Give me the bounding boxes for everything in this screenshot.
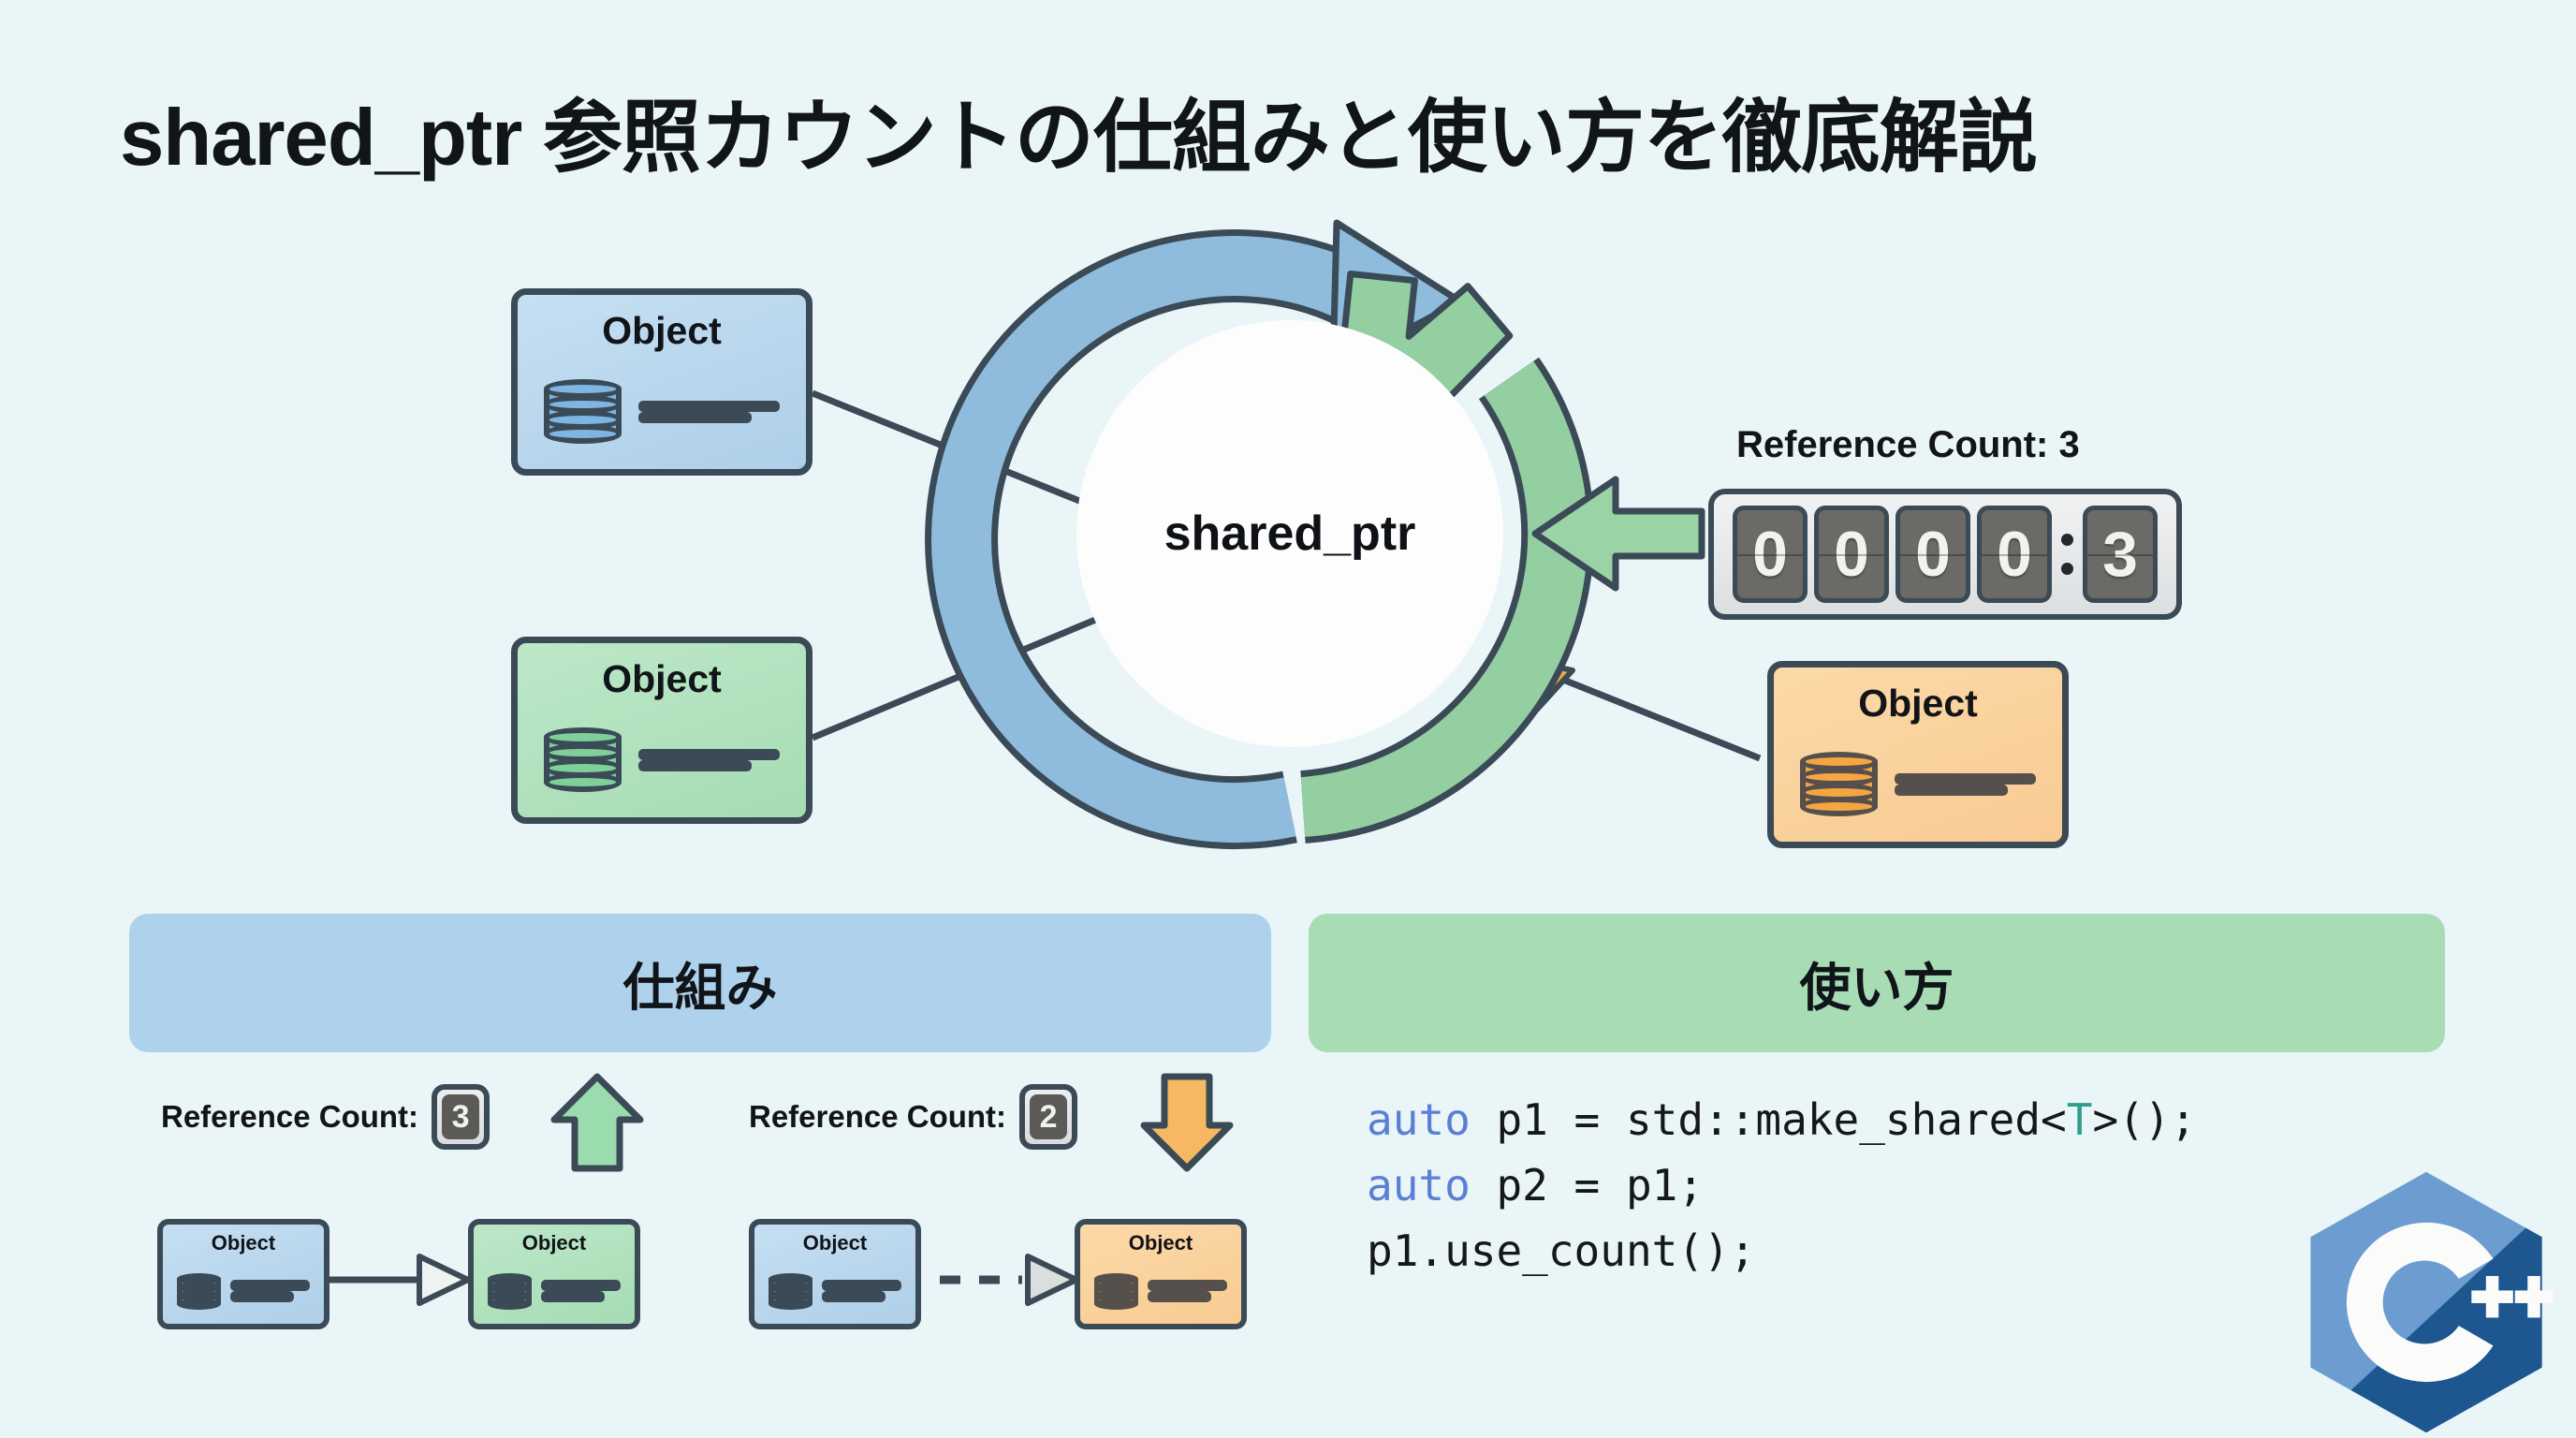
database-icon xyxy=(543,379,622,444)
section-header-mechanism: 仕組み xyxy=(129,914,1271,1052)
object-card-title: Object xyxy=(602,308,722,352)
code-type-T: T xyxy=(2066,1094,2093,1145)
mechanism-row-1-count: 3 xyxy=(442,1094,480,1139)
reference-count-flip-board: 0 0 0 0 3 xyxy=(1708,489,2182,620)
mini-object-bars xyxy=(540,1280,621,1303)
mini-object-bars xyxy=(821,1280,901,1303)
flip-colon-separator xyxy=(2058,534,2076,575)
mini-object-body xyxy=(768,1269,901,1314)
code-line-1: auto p1 = std::make_shared<T>(); xyxy=(1367,1088,2443,1153)
code-line-2: auto p2 = p1; xyxy=(1367,1153,2443,1219)
code-keyword-auto: auto xyxy=(1367,1094,1471,1145)
mini-object-card-1-target[interactable]: Object xyxy=(468,1219,640,1329)
down-arrow-icon xyxy=(1140,1073,1234,1172)
mini-object-card-2-target[interactable]: Object xyxy=(1075,1219,1247,1329)
code-keyword-auto: auto xyxy=(1367,1159,1471,1211)
object-detail-bars xyxy=(1894,772,2037,796)
flip-digit: 0 xyxy=(1977,506,2052,603)
database-icon xyxy=(543,727,622,792)
database-icon xyxy=(1094,1272,1139,1310)
mini-object-card-1-source[interactable]: Object xyxy=(157,1219,329,1329)
mechanism-row-1-counter: Reference Count: 3 xyxy=(161,1084,490,1150)
mechanism-row-1-label: Reference Count: xyxy=(161,1099,419,1134)
code-line-1-tail: >(); xyxy=(2092,1094,2197,1145)
code-line-1-mid: p1 = std::make_shared< xyxy=(1470,1094,2067,1145)
database-icon xyxy=(177,1272,222,1310)
mini-object-body xyxy=(177,1269,310,1314)
mini-object-title: Object xyxy=(1128,1231,1193,1255)
object-card-title: Object xyxy=(602,656,722,700)
mini-object-card-2-source[interactable]: Object xyxy=(749,1219,921,1329)
database-icon xyxy=(488,1272,533,1310)
mini-object-body xyxy=(488,1269,621,1314)
page-title: shared_ptr 参照カウントの仕組みと使い方を徹底解説 xyxy=(120,94,2038,183)
mini-object-bars xyxy=(229,1280,310,1303)
mechanism-row-2-label: Reference Count: xyxy=(749,1099,1007,1134)
object-card-body xyxy=(543,720,781,800)
mechanism-row-1-chip: 3 xyxy=(432,1084,490,1150)
object-card-blue[interactable]: Object xyxy=(511,288,812,476)
flip-digit: 0 xyxy=(1733,506,1808,603)
up-arrow-icon xyxy=(550,1073,644,1172)
object-card-title: Object xyxy=(1858,681,1978,725)
code-sample: auto p1 = std::make_shared<T>();auto p2 … xyxy=(1367,1088,2443,1284)
cpp-logo-letter-c xyxy=(2346,1222,2494,1383)
connector-line-object3 xyxy=(1552,672,1762,762)
code-line-2-rest: p2 = p1; xyxy=(1470,1159,1705,1211)
counter-to-ring-arrow-icon xyxy=(1531,476,1705,592)
mechanism-row-2-chip: 2 xyxy=(1019,1084,1078,1150)
mini-object-body xyxy=(1094,1269,1227,1314)
object-card-green[interactable]: Object xyxy=(511,637,812,824)
flip-digit: 0 xyxy=(1895,506,1970,603)
reference-count-caption: Reference Count: 3 xyxy=(1736,424,2080,465)
database-icon xyxy=(768,1272,813,1310)
object-card-orange[interactable]: Object xyxy=(1767,661,2069,848)
cpp-logo xyxy=(2310,1171,2554,1433)
flip-digit: 0 xyxy=(1814,506,1889,603)
object-detail-bars xyxy=(637,748,781,771)
mini-link-2-arrowhead-right-icon xyxy=(1025,1254,1079,1306)
object-card-body xyxy=(543,372,781,452)
shared-ptr-center-label: shared_ptr xyxy=(1164,506,1416,561)
mechanism-row-2-count: 2 xyxy=(1030,1094,1068,1139)
cpp-logo-plus-signs xyxy=(2471,1275,2554,1318)
mini-link-1-arrowhead-icon xyxy=(417,1254,471,1306)
code-line-3: p1.use_count(); xyxy=(1367,1225,1756,1276)
object-card-body xyxy=(1799,744,2037,825)
mini-object-bars xyxy=(1147,1280,1227,1303)
database-icon xyxy=(1799,752,1879,816)
mechanism-row-2-counter: Reference Count: 2 xyxy=(749,1084,1078,1150)
mini-object-title: Object xyxy=(521,1231,587,1255)
mini-object-title: Object xyxy=(211,1231,276,1255)
mini-object-title: Object xyxy=(802,1231,868,1255)
flip-digit-value: 3 xyxy=(2083,506,2158,603)
section-header-usage: 使い方 xyxy=(1309,914,2445,1052)
object-detail-bars xyxy=(637,400,781,423)
